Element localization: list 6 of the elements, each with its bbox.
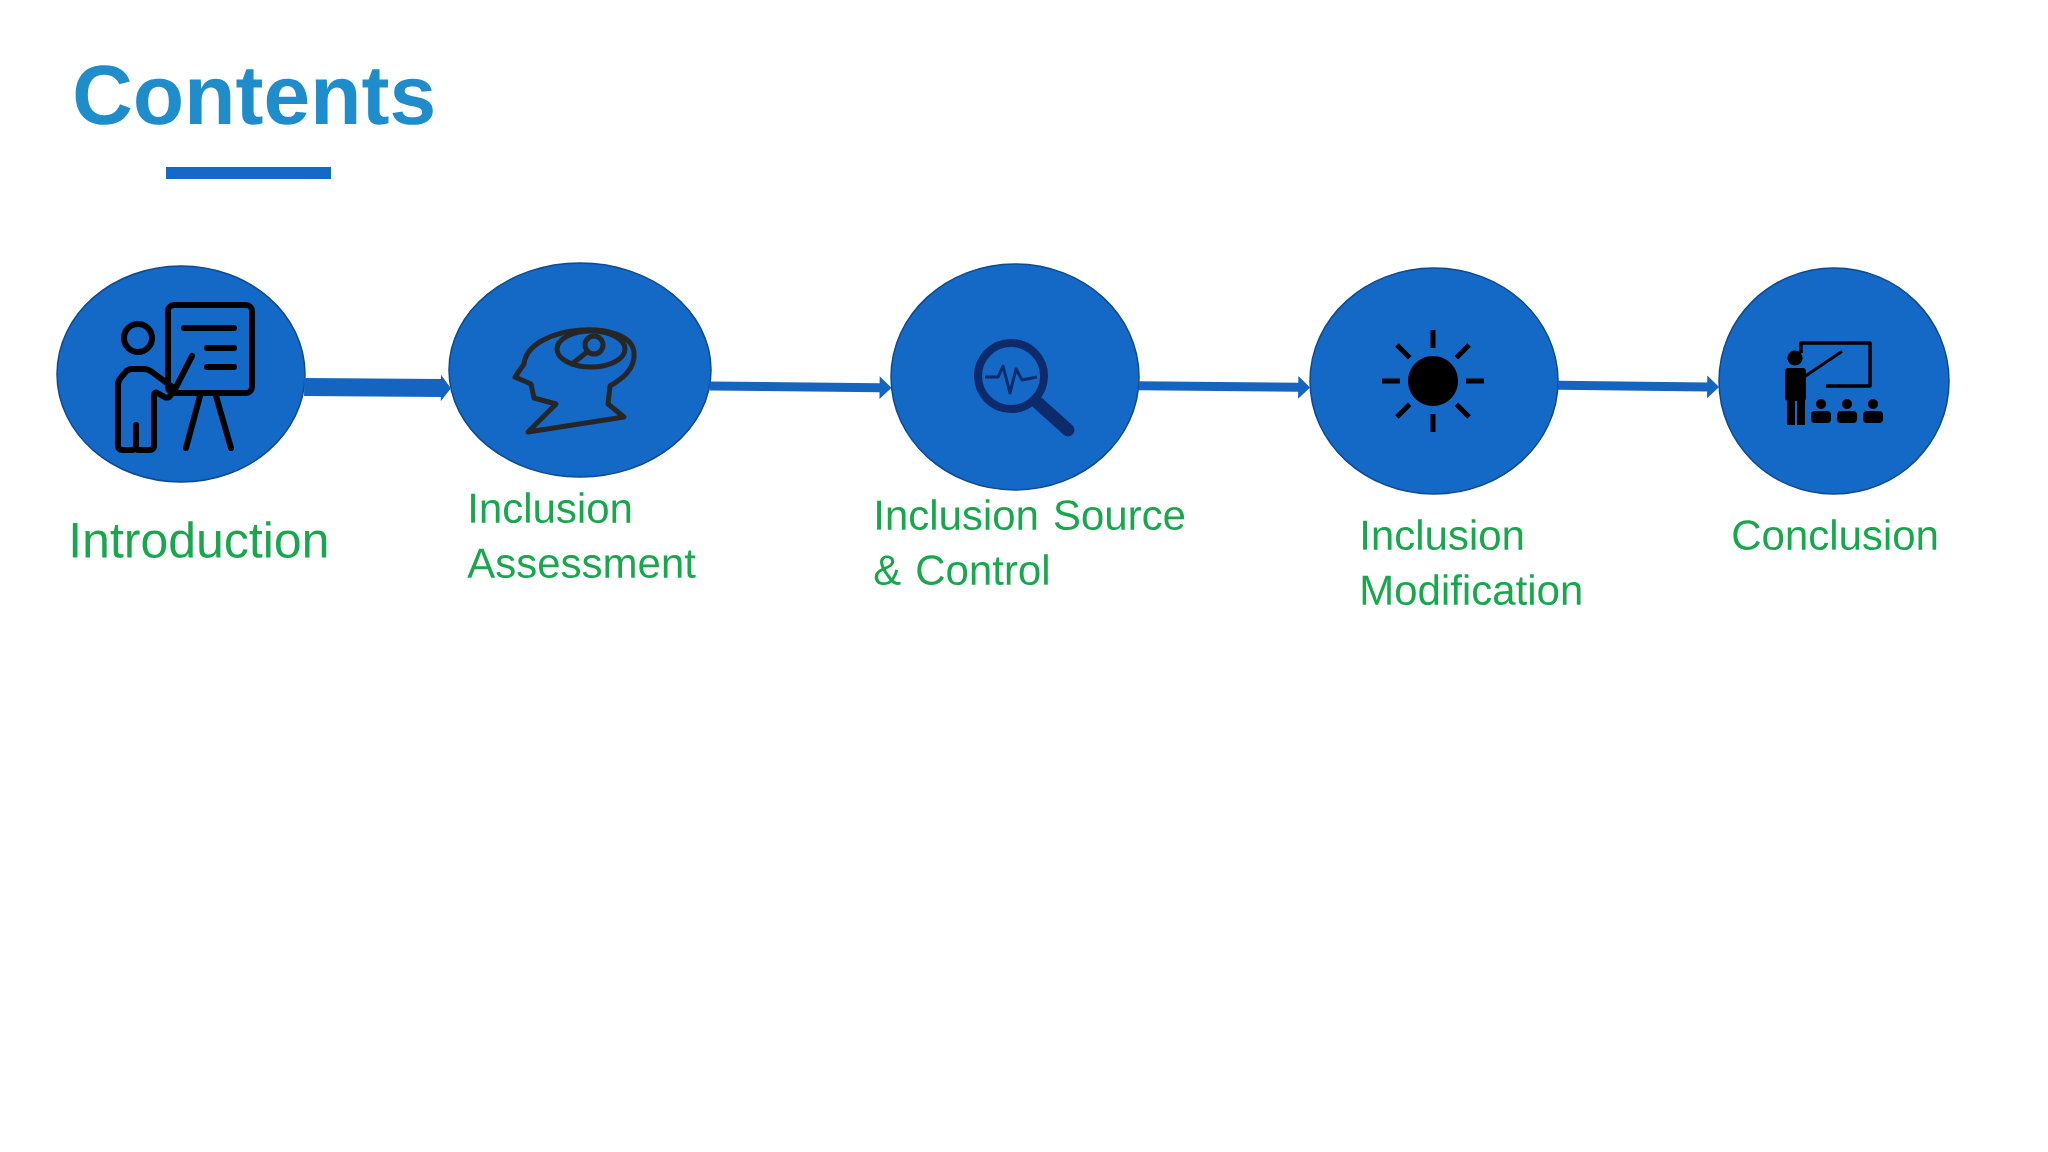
title: Contents xyxy=(75,65,433,125)
step-label: Conclusion xyxy=(1733,519,1937,551)
step-label: Inclusion Source & Control xyxy=(874,499,1185,586)
step-label: Inclusion Modification xyxy=(1362,519,1581,606)
step-label: Inclusion Assessment xyxy=(467,492,696,579)
step-label: Introduction xyxy=(72,521,327,558)
